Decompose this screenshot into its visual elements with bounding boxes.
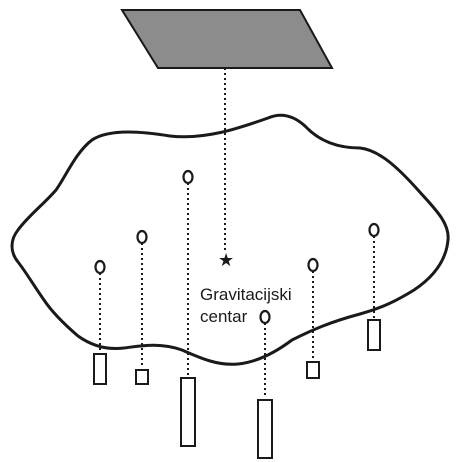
pivot-ring bbox=[94, 259, 106, 275]
pendulum-1 bbox=[93, 259, 107, 385]
pendulum-3 bbox=[180, 169, 196, 447]
pendulum-weight bbox=[306, 361, 320, 379]
pendulum-weight bbox=[135, 369, 149, 385]
pendulum-6 bbox=[367, 222, 381, 351]
pivot-ring bbox=[259, 309, 271, 325]
gravity-center-label-line2: centar bbox=[200, 307, 248, 326]
gravity-center-star-icon: ★ bbox=[218, 250, 234, 271]
pendulum-2 bbox=[135, 229, 149, 385]
irregular-body-outline bbox=[10, 113, 450, 366]
pendulum-weight bbox=[367, 319, 381, 351]
pivot-ring bbox=[307, 257, 319, 273]
pivot-ring bbox=[182, 169, 194, 185]
pendulum-5 bbox=[306, 257, 320, 379]
pendulum-weight bbox=[257, 399, 273, 459]
pivot-ring bbox=[368, 222, 380, 238]
gravity-center-label-line1: Gravitacijski bbox=[200, 285, 292, 304]
pendulum-4 bbox=[257, 309, 273, 459]
pivot-ring bbox=[136, 229, 148, 245]
pendulum-weight bbox=[93, 353, 107, 385]
pendulum-weight bbox=[180, 377, 196, 447]
tilted-plate bbox=[120, 9, 334, 69]
